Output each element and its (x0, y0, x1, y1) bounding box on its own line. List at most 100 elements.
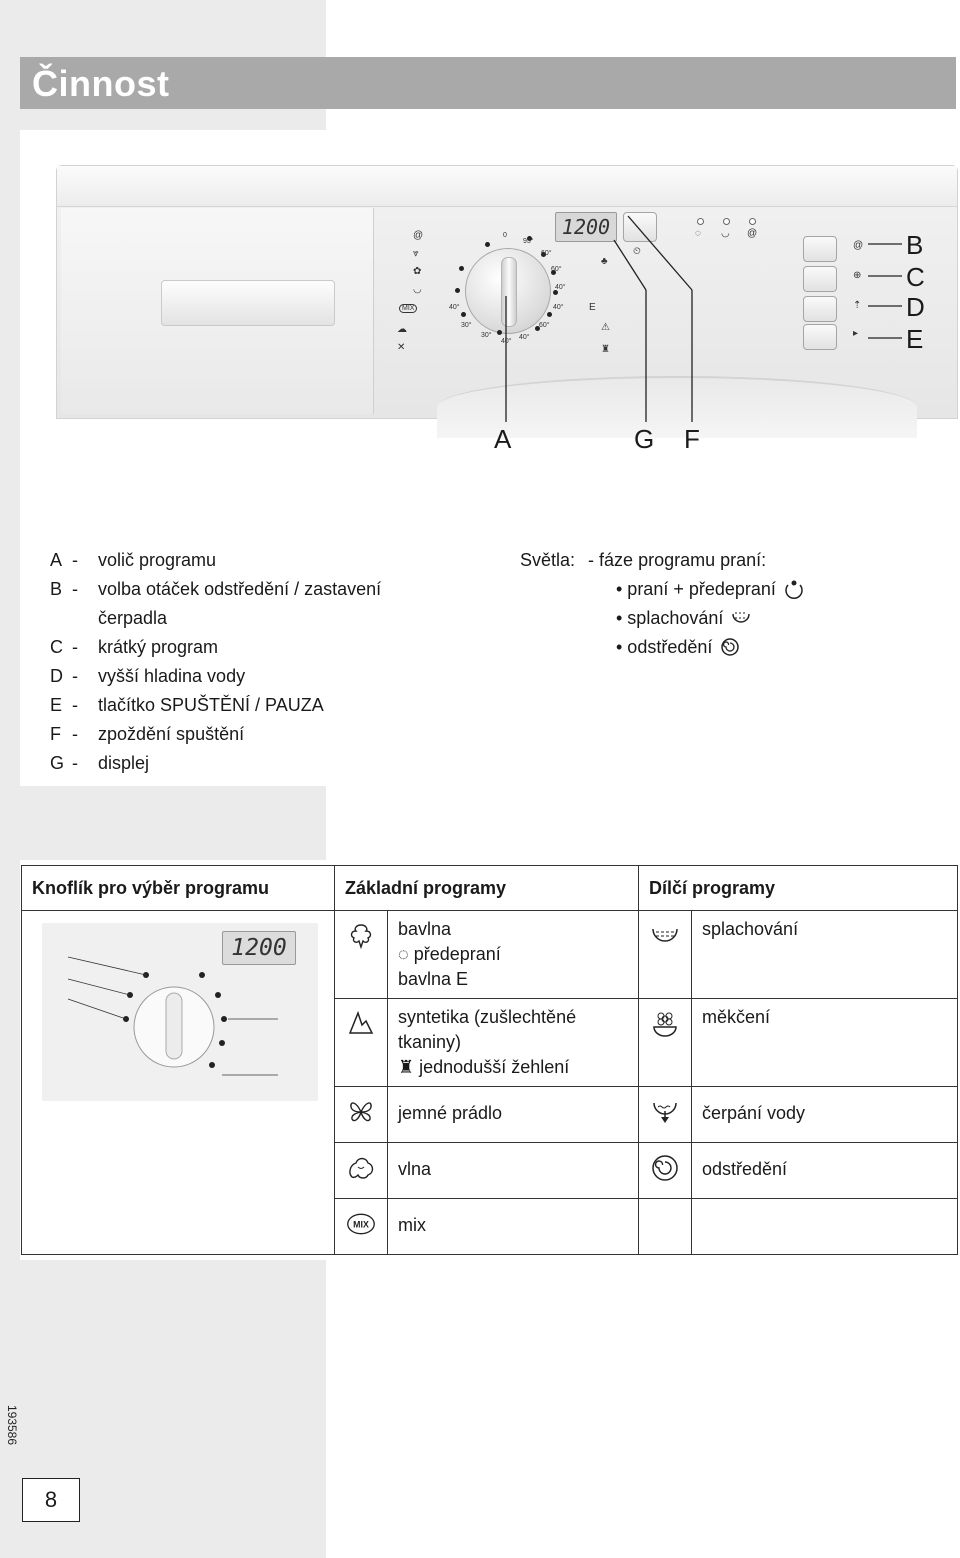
knob-dot (527, 236, 532, 241)
knob-mark-e: E (589, 302, 596, 313)
led-rinse (723, 218, 730, 225)
light-item: • splachování (520, 604, 804, 633)
program-selector-knob[interactable] (465, 248, 551, 334)
lights-heading-row: Světla: - fáze programu praní: (520, 546, 804, 575)
callout-a: A (494, 424, 512, 454)
table-row: jemné prádlo čerpání vody (22, 1086, 958, 1143)
softener-icon: ✿ (413, 266, 422, 277)
lights-label: Světla: (520, 550, 576, 570)
partial-text-cell: splachování (691, 910, 958, 999)
basic-text-cell: bavlna ◌ předepraní bavlna E (387, 910, 639, 999)
callout-d: D (906, 292, 925, 322)
legend-item: C-krátký program (50, 637, 219, 657)
delicates-icon (350, 1102, 372, 1122)
knob-mark: 60° (541, 250, 552, 257)
lights-legend: Světla: - fáze programu praní: • praní +… (520, 546, 804, 662)
legend-list: A-volič programu B-volba otáček odstředě… (50, 546, 381, 778)
program-table: Knoflík pro výběr programu Základní prog… (21, 865, 958, 1255)
mix-icon: MIX (399, 304, 418, 313)
basic-text-cell: jemné prádlo (387, 1086, 639, 1143)
softener-icon (653, 1012, 677, 1037)
callout-f: F (684, 424, 700, 454)
callout-c: C (906, 262, 925, 292)
partial-icon-cell (638, 1142, 692, 1199)
easy-iron-icon: ♜ (601, 344, 610, 355)
water-plus-icon: ⇡ (853, 300, 862, 311)
legend-item: B-volba otáček odstředění / zastavení (50, 579, 382, 599)
spin-icon (652, 1155, 678, 1181)
extra-water-button[interactable] (803, 296, 837, 322)
table-header-row: Knoflík pro výběr programu Základní prog… (21, 865, 958, 911)
cotton-icon: ♣ (601, 256, 608, 267)
legend-item: F-zpoždění spuštění (50, 724, 245, 744)
partial-text-cell: čerpání vody (691, 1086, 958, 1143)
basic-icon-cell (334, 998, 388, 1087)
knob-mark: 30° (481, 332, 492, 339)
knob-dot (551, 270, 556, 275)
knob-mark: 0 (503, 232, 507, 239)
knob-mark: 30° (461, 322, 472, 329)
wash-prewash-icon (785, 580, 803, 599)
mix-icon: MIX (347, 1213, 375, 1235)
short-program-button[interactable] (803, 266, 837, 292)
cotton-icon (350, 924, 372, 950)
spin-speed-button[interactable] (803, 236, 837, 262)
detergent-drawer (61, 208, 374, 414)
basic-text-cell: syntetika (zušlechtěné tkaniny) ♜ jednod… (387, 998, 639, 1087)
knob-mark: 95° (523, 238, 534, 245)
display-thumbnail: 1200 (222, 931, 296, 965)
basic-icon-cell: MIX (334, 1198, 388, 1255)
rinse-icon: ◡ (721, 228, 730, 239)
partial-icon-cell (638, 998, 692, 1087)
spin-speed-icon: @ (853, 240, 864, 251)
start-pause-icon: ▸ (853, 328, 859, 339)
table-row: MIX mix (22, 1198, 958, 1255)
basic-text-cell: vlna (387, 1142, 639, 1199)
drain-icon (653, 1102, 677, 1123)
partial-icon-cell (638, 910, 692, 999)
prewash-icon: ◌ (398, 944, 414, 964)
basic-icon-cell (334, 1086, 388, 1143)
callout-lines (505, 215, 902, 422)
knob-grip (501, 257, 517, 327)
knob-thumbnail-drawing (67, 956, 278, 1076)
machine-top-edge (57, 166, 957, 207)
led-spin (749, 218, 756, 225)
callout-e: E (906, 324, 924, 354)
knob-thumbnail: 1200 (42, 923, 318, 1101)
partial-icon-cell-empty (638, 1198, 692, 1255)
wool-icon (349, 1157, 374, 1179)
synthetics-icon: ⚠ (601, 322, 610, 333)
rinse-icon: ◡ (413, 284, 422, 295)
basic-text-cell: mix (387, 1198, 639, 1255)
light-item: • odstředění (520, 633, 804, 662)
knob-mark: 40° (555, 284, 566, 291)
door-porthole (437, 376, 917, 438)
knob-mark: 60° (551, 266, 562, 273)
wash-icon: ◌ (695, 228, 701, 239)
start-pause-button[interactable] (803, 324, 837, 350)
spin-icon: @ (413, 230, 424, 241)
knob-dot (541, 252, 546, 257)
spin-icon (721, 638, 740, 656)
col-partial: Dílčí programy (638, 865, 958, 911)
legend-item: A-volič programu (50, 550, 217, 570)
knob-dot (535, 326, 540, 331)
synthetics-icon (348, 1010, 374, 1034)
page-title: Činnost (32, 63, 170, 104)
title-bar: Činnost (20, 57, 956, 109)
drawer-handle (161, 280, 335, 326)
display: 1200 (555, 212, 617, 242)
callout-g: G (634, 424, 655, 454)
knob-dot (461, 312, 466, 317)
partial-text-cell: odstředění (691, 1142, 958, 1199)
rinse-icon (732, 612, 751, 623)
knob-dot (455, 288, 460, 293)
document-code: 193586 (5, 1404, 20, 1446)
knob-dot (459, 266, 464, 271)
lights-heading: - fáze programu praní: (588, 550, 767, 570)
legend-item: D-vyšší hladina vody (50, 666, 246, 686)
machine-control-panel: 1200 ⏲ ◌ ◡ @ @ ⊕ ⇡ ▸ 0 95° 60° 60° 40° 4… (56, 165, 958, 438)
page-number: 8 (22, 1478, 80, 1522)
legend-item: G-displej (50, 753, 150, 773)
